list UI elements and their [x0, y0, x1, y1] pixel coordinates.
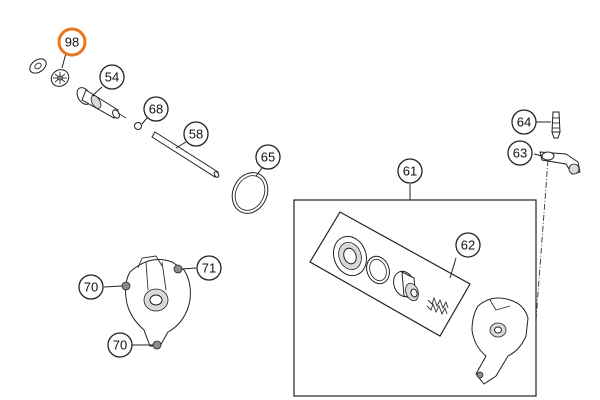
callout-54[interactable]: 54	[99, 64, 125, 90]
part-slave-housing	[471, 297, 529, 385]
callout-70-upper-label: 70	[84, 280, 98, 295]
callout-70-lower-label: 70	[113, 338, 127, 353]
part-piston-seal	[332, 235, 390, 285]
part-54-impeller-shaft	[76, 87, 127, 119]
part-63-banjo-fitting	[539, 151, 581, 175]
callout-61[interactable]: 61	[397, 158, 423, 184]
callout-98-label: 98	[65, 35, 79, 50]
callout-64-label: 64	[517, 115, 531, 130]
part-piston	[393, 270, 419, 302]
part-98-washer-gear	[29, 58, 70, 87]
assembly-centerline	[535, 159, 549, 321]
callout-58-label: 58	[189, 127, 203, 142]
callout-98-highlight-ring	[57, 27, 87, 57]
callout-68-label: 68	[149, 102, 163, 117]
callout-63[interactable]: 63	[507, 140, 533, 166]
callout-58[interactable]: 58	[183, 121, 209, 147]
callout-62[interactable]: 62	[455, 232, 481, 258]
callout-65-label: 65	[261, 150, 275, 165]
part-65-o-ring	[231, 172, 269, 214]
part-68-ball	[134, 122, 142, 130]
pump-cover-housing	[121, 255, 191, 350]
kit-61-frame	[293, 199, 537, 397]
callout-54-label: 54	[105, 70, 119, 85]
callout-70-upper[interactable]: 70	[78, 274, 104, 300]
leader-lines	[61, 52, 551, 346]
callout-68[interactable]: 68	[143, 96, 169, 122]
callout-98[interactable]: 98	[57, 27, 87, 57]
part-64-bleed-screw	[551, 111, 561, 139]
callout-62-label: 62	[461, 238, 475, 253]
callout-64[interactable]: 64	[511, 109, 537, 135]
callout-63-label: 63	[513, 146, 527, 161]
callout-61-label: 61	[403, 164, 417, 179]
part-spring	[426, 296, 449, 316]
callout-65[interactable]: 65	[255, 144, 281, 170]
kit-62-frame	[309, 211, 471, 337]
callout-70-lower[interactable]: 70	[107, 332, 133, 358]
callout-71[interactable]: 71	[196, 255, 222, 281]
callout-71-label: 71	[202, 261, 216, 276]
part-58-pin	[151, 131, 220, 178]
